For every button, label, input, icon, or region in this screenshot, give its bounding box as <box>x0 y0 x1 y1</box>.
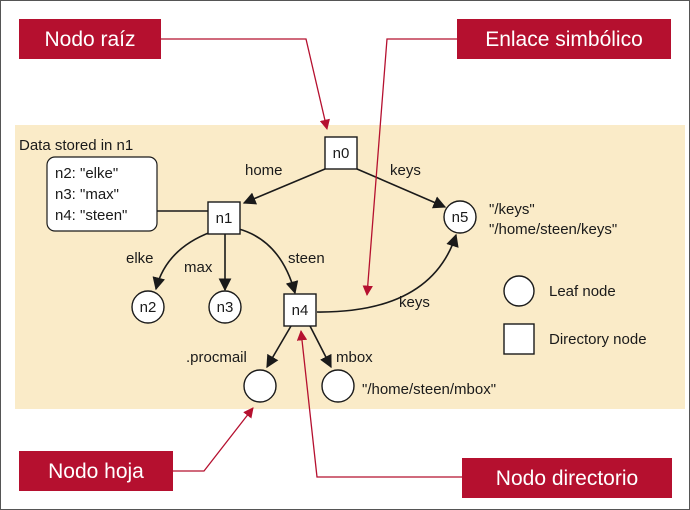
callout-symlink <box>457 19 671 59</box>
edge-label-procmail: .procmail <box>186 349 247 366</box>
n5-path-keys: "/keys" <box>489 201 535 218</box>
stored-data-box <box>46 156 158 232</box>
legend-leaf-symbol <box>503 275 535 307</box>
edge-label-home: home <box>245 162 283 179</box>
edge-keys-top <box>356 168 447 209</box>
callout-root-label: Nodo raíz <box>44 28 135 51</box>
leaf-node-n5 <box>443 200 477 234</box>
n5-path-home-keys: "/home/steen/keys" <box>489 221 617 238</box>
callout-symlink-label: Enlace simbólico <box>485 28 643 51</box>
leaf-node-mbox <box>321 369 355 403</box>
callout-leaf <box>19 451 173 491</box>
edge-keys-symlink <box>316 233 459 313</box>
callout-directory-label: Nodo directorio <box>496 467 638 490</box>
edge-label-elke: elke <box>126 250 154 267</box>
callout-leaf-label: Nodo hoja <box>48 460 144 483</box>
callout-directory-pointer <box>296 329 462 478</box>
node-label-n0: n0 <box>333 145 350 162</box>
legend-leaf-label: Leaf node <box>549 283 616 300</box>
edge-home <box>242 168 326 205</box>
node-label-n3: n3 <box>217 299 234 316</box>
node-label-n5: n5 <box>452 209 469 226</box>
directory-node-n4 <box>283 293 317 327</box>
mbox-path: "/home/steen/mbox" <box>362 381 496 398</box>
callout-directory <box>462 458 672 498</box>
edge-label-max: max <box>184 259 213 276</box>
legend-directory-label: Directory node <box>549 331 647 348</box>
directory-node-n0 <box>324 136 358 170</box>
node-label-n1: n1 <box>216 210 233 227</box>
edge-label-mbox: mbox <box>336 349 373 366</box>
leaf-node-n2 <box>131 290 165 324</box>
edge-elke <box>152 231 212 291</box>
leaf-node-procmail <box>243 369 277 403</box>
stored-data-line: n2: "elke" <box>55 165 118 182</box>
node-label-n2: n2 <box>140 299 157 316</box>
stored-data-line: n3: "max" <box>55 186 119 203</box>
stored-data-title: Data stored in n1 <box>19 137 133 154</box>
legend-directory-symbol <box>503 323 535 355</box>
directory-node-n1 <box>207 201 241 235</box>
callout-root <box>19 19 161 59</box>
callout-leaf-pointer <box>173 407 254 472</box>
edge-procmail <box>266 325 292 369</box>
stored-data-line: n4: "steen" <box>55 207 127 224</box>
edge-label-steen: steen <box>288 250 325 267</box>
callout-symlink-pointer <box>362 38 457 297</box>
edge-mbox <box>309 325 332 369</box>
edge-label-keys-bottom: keys <box>399 294 430 311</box>
callout-root-pointer <box>161 38 330 131</box>
node-label-n4: n4 <box>292 302 309 319</box>
edge-steen <box>238 228 299 295</box>
leaf-node-n3 <box>208 290 242 324</box>
edge-label-keys-top: keys <box>390 162 421 179</box>
